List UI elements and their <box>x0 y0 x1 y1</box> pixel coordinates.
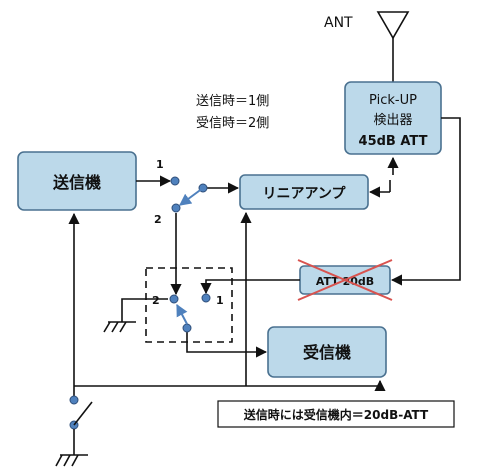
transmitter-box: 送信機 <box>17 151 137 211</box>
transmitter-label: 送信機 <box>52 173 101 192</box>
legend-tx: 送信時＝1側 <box>196 94 269 109</box>
ground-icon-bottom <box>55 454 88 467</box>
control-switch-icon <box>69 395 93 455</box>
ground-icon-mid <box>103 321 136 333</box>
linear-amp-label: リニアアンプ <box>262 186 346 202</box>
pickup-detector-box: Pick-UP 検出器 45dB ATT <box>344 81 442 155</box>
wire-midsw-ground <box>121 298 168 322</box>
tx-switch-pos2-label: 2 <box>154 213 162 226</box>
tx-switch-icon <box>170 176 208 213</box>
pickup-label-1: Pick-UP <box>369 93 417 108</box>
linear-amp-box: リニアアンプ <box>239 174 369 210</box>
wire-pickup-to-att <box>390 117 461 286</box>
attenuator-label: ATT 20dB <box>316 275 374 288</box>
rx-switch-pos1-label: 1 <box>216 294 224 307</box>
cross-line-2 <box>297 259 393 301</box>
wire-att-to-switch <box>200 279 300 295</box>
antenna-label: ANT <box>324 15 353 31</box>
tx-switch-pos1-label: 1 <box>156 158 164 171</box>
switch-dashed-enclosure <box>145 267 233 343</box>
pickup-label-3: 45dB ATT <box>359 134 428 149</box>
pickup-label-2: 検出器 <box>373 113 412 128</box>
note-text: 送信時には受信機内＝20dB-ATT <box>243 407 429 422</box>
receiver-label: 受信機 <box>303 343 351 362</box>
antenna-icon <box>376 11 410 82</box>
receiver-box: 受信機 <box>267 326 387 378</box>
rx-switch-pos2-label: 2 <box>152 294 160 307</box>
legend-rx: 受信時＝2側 <box>196 116 269 131</box>
attenuator-box: ATT 20dB <box>297 259 393 301</box>
wire-midsw-to-rx <box>186 332 268 358</box>
rx-switch-icon <box>169 293 211 333</box>
note-box: 送信時には受信機内＝20dB-ATT <box>217 400 455 428</box>
